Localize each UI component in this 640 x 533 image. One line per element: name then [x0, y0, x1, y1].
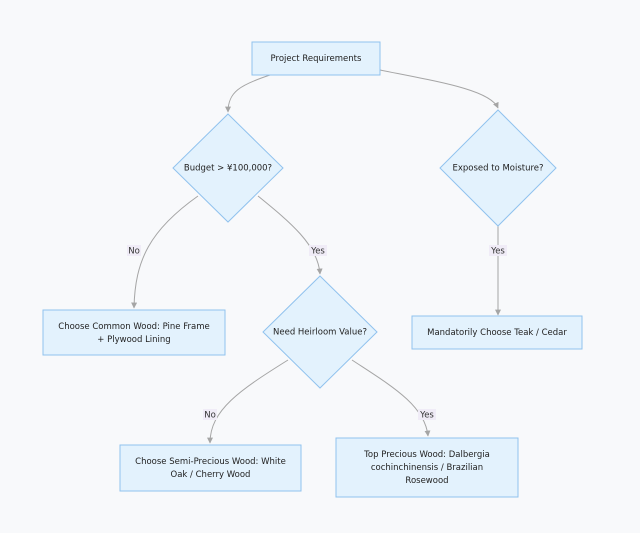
edge-label-text: No — [204, 411, 216, 421]
edge-budget-to-common — [131, 195, 199, 309]
node-top-precious: Top Precious Wood: Dalbergia cochinchine… — [335, 437, 519, 498]
edge-heirloom-to-semi — [207, 359, 289, 444]
edge-label-text: Yes — [419, 411, 434, 421]
node-label: Oak / Cherry Wood — [171, 470, 251, 480]
node-label: Rosewood — [405, 476, 448, 486]
node-label: Top Precious Wood: Dalbergia — [363, 450, 490, 460]
edge-requirements-to-budget — [225, 74, 271, 113]
edge-label-text: No — [128, 247, 140, 257]
node-label: cochinchinensis / Brazilian — [371, 463, 483, 473]
node-semi-precious: Choose Semi-Precious Wood: White Oak / C… — [119, 444, 302, 492]
edge-label-heirloom-no: No — [203, 409, 217, 421]
node-label: Project Requirements — [271, 54, 362, 64]
edge-budget-to-heirloom — [257, 195, 323, 275]
edge-label-text: Yes — [490, 247, 505, 257]
edge-label-text: Yes — [310, 247, 325, 257]
node-label: Choose Semi-Precious Wood: White — [135, 457, 286, 467]
edge-label-moisture-yes: Yes — [489, 245, 507, 257]
edge-requirements-to-moisture — [379, 69, 499, 109]
edge-heirloom-to-top — [351, 359, 431, 437]
edge-label-budget-no: No — [127, 245, 141, 257]
node-heirloom-decision: Need Heirloom Value? — [262, 275, 378, 389]
node-budget-decision: Budget > ¥100,000? — [172, 113, 284, 223]
node-label: Budget > ¥100,000? — [184, 164, 272, 174]
node-project-requirements: Project Requirements — [251, 41, 381, 76]
edge-label-heirloom-yes: Yes — [418, 409, 436, 421]
node-common-wood: Choose Common Wood: Pine Frame + Plywood… — [42, 309, 226, 356]
edge-label-budget-yes: Yes — [309, 245, 327, 257]
node-teak-cedar: Mandatorily Choose Teak / Cedar — [411, 315, 583, 350]
node-label: Mandatorily Choose Teak / Cedar — [427, 328, 567, 338]
node-label: + Plywood Lining — [97, 335, 170, 345]
node-label: Need Heirloom Value? — [273, 328, 367, 338]
node-moisture-decision: Exposed to Moisture? — [439, 109, 557, 227]
node-label: Exposed to Moisture? — [452, 164, 543, 174]
node-label: Choose Common Wood: Pine Frame — [58, 322, 209, 332]
